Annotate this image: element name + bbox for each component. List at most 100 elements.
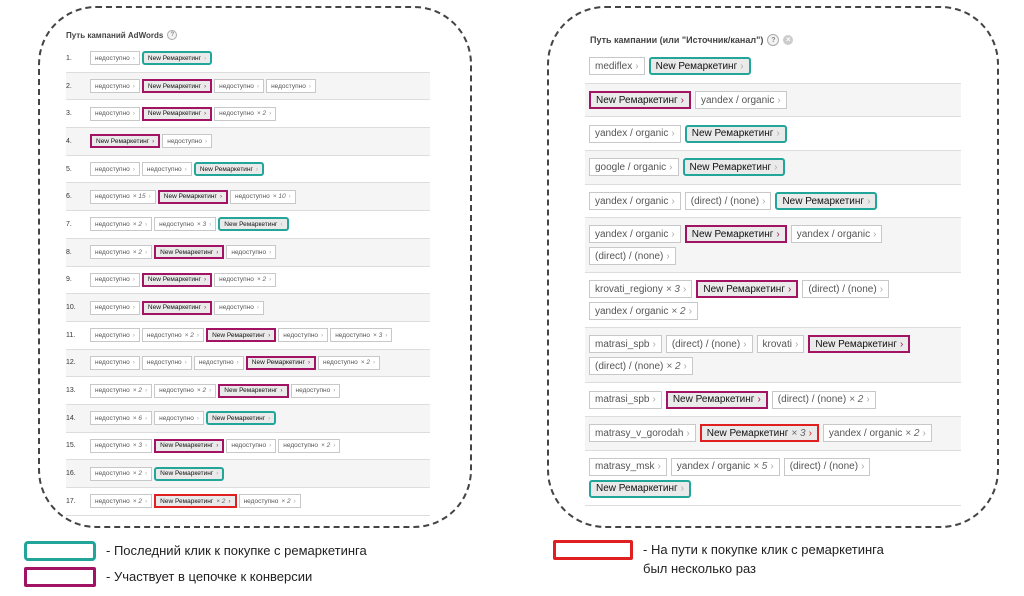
path-step[interactable]: недоступно× 10› xyxy=(230,189,296,204)
path-step[interactable]: недоступно› xyxy=(162,134,213,149)
close-icon[interactable]: × xyxy=(783,35,794,45)
path-step[interactable]: недоступно› xyxy=(214,79,265,94)
path-step[interactable]: недоступно× 2› xyxy=(318,355,381,370)
path-step-plum[interactable]: New Ремаркетинг› xyxy=(154,245,225,260)
path-step[interactable]: недоступно× 2› xyxy=(154,383,217,398)
path-step-plum[interactable]: New Ремаркетинг› xyxy=(245,355,316,370)
path-step[interactable]: недоступно› xyxy=(90,300,140,315)
path-step-plum[interactable]: New Ремаркетинг› xyxy=(696,280,799,299)
path-step[interactable]: недоступно› xyxy=(141,162,192,177)
path-step[interactable]: недоступно› xyxy=(226,245,277,260)
path-step[interactable]: yandex / organic× 2› xyxy=(822,424,932,443)
help-icon[interactable]: ? xyxy=(767,34,780,46)
path-step-plum[interactable]: New Ремаркетинг› xyxy=(141,106,213,121)
path-step[interactable]: недоступно› xyxy=(90,355,140,370)
path-step[interactable]: недоступно› xyxy=(278,328,329,343)
table-row: 5.недоступно›недоступно›New Ремаркетинг› xyxy=(66,156,430,184)
path-step-teal[interactable]: New Ремаркетинг› xyxy=(141,51,213,66)
path-step[interactable]: недоступно› xyxy=(193,355,244,370)
path-step[interactable]: недоступно› xyxy=(214,300,265,315)
path-step-teal[interactable]: New Ремаркетинг› xyxy=(193,162,265,177)
help-icon[interactable]: ? xyxy=(167,30,178,40)
path-step[interactable]: yandex / organic› xyxy=(790,225,883,244)
chevron-right-icon: › xyxy=(132,304,135,312)
path-step-teal[interactable]: New Ремаркетинг› xyxy=(684,124,787,143)
path-step-teal[interactable]: New Ремаркетинг› xyxy=(589,479,691,498)
path-step[interactable]: недоступно× 3› xyxy=(330,328,393,343)
path-step[interactable]: (direct) / (none)› xyxy=(783,457,871,476)
path-step[interactable]: недоступно› xyxy=(90,51,140,66)
path-step-plum[interactable]: New Ремаркетинг› xyxy=(589,91,691,110)
path-step[interactable]: недоступно× 2› xyxy=(141,328,205,343)
path-step[interactable]: недоступно› xyxy=(90,79,140,94)
path-step[interactable]: (direct) / (none)› xyxy=(589,247,676,266)
chevron-right-icon: › xyxy=(144,497,148,505)
path-step[interactable]: (direct) / (none)× 2› xyxy=(589,357,693,376)
path-step[interactable]: matrasy_v_gorodah› xyxy=(589,424,696,443)
path-step-plum[interactable]: New Ремаркетинг› xyxy=(90,134,161,149)
chevron-right-icon: › xyxy=(657,461,661,473)
path-step[interactable]: недоступно› xyxy=(90,272,140,287)
path-step[interactable]: недоступно› xyxy=(90,162,140,177)
path-step-plum[interactable]: New Ремаркетинг› xyxy=(684,225,787,244)
path-step[interactable]: недоступно× 6› xyxy=(90,411,153,426)
path-step[interactable]: недоступно× 2› xyxy=(238,494,301,509)
path-step-plum[interactable]: New Ремаркетинг› xyxy=(665,390,768,409)
path-step[interactable]: недоступно× 3› xyxy=(154,217,217,232)
path-step-teal[interactable]: New Ремаркетинг› xyxy=(206,411,277,426)
path-step-plum[interactable]: New Ремаркетинг› xyxy=(808,335,911,354)
path-step-plum[interactable]: New Ремаркетинг› xyxy=(141,79,213,94)
path-step-teal[interactable]: New Ремаркетинг› xyxy=(775,192,878,211)
path-step[interactable]: недоступно× 2› xyxy=(90,466,153,481)
path-step[interactable]: недоступно× 2› xyxy=(90,494,153,509)
path-step[interactable]: matrasi_spb› xyxy=(589,335,662,354)
path-step[interactable]: krovati› xyxy=(756,335,805,354)
path-step-red[interactable]: New Ремаркетинг× 3› xyxy=(699,424,819,443)
path-step[interactable]: недоступно× 2› xyxy=(214,106,277,121)
path-step[interactable]: недоступно› xyxy=(141,355,192,370)
path-step-plum[interactable]: New Ремаркетинг› xyxy=(154,438,225,453)
path-step[interactable]: yandex / organic× 2› xyxy=(589,302,698,321)
path-step[interactable]: yandex / organic› xyxy=(589,124,681,143)
path-step[interactable]: matrasi_spb› xyxy=(589,390,662,409)
path-step[interactable]: matrasy_msk› xyxy=(589,457,667,476)
path-step-teal[interactable]: New Ремаркетинг› xyxy=(218,217,289,232)
path-step-plum[interactable]: New Ремаркетинг› xyxy=(218,383,289,398)
path-step[interactable]: (direct) / (none)› xyxy=(684,192,772,211)
path-step-label: matrasi_spb xyxy=(595,338,650,350)
path-step[interactable]: недоступно× 2› xyxy=(90,217,153,232)
path-step[interactable]: недоступно× 2› xyxy=(278,438,341,453)
path-step-label: New Ремаркетинг xyxy=(596,94,678,106)
path-step[interactable]: недоступно› xyxy=(266,79,316,94)
path-step[interactable]: недоступно× 2› xyxy=(90,245,153,260)
path-step-plum[interactable]: New Ремаркетинг› xyxy=(141,272,213,287)
path-step-plum[interactable]: New Ремаркетинг› xyxy=(141,300,213,315)
path-step-teal[interactable]: New Ремаркетинг› xyxy=(682,158,785,177)
path-step-red[interactable]: New Ремаркетинг× 2› xyxy=(154,494,237,509)
path-step[interactable]: (direct) / (none)× 2› xyxy=(771,390,876,409)
path-step-plum[interactable]: New Ремаркетинг› xyxy=(157,189,228,204)
path-step[interactable]: yandex / organic› xyxy=(589,192,681,211)
path-step-plum[interactable]: New Ремаркетинг› xyxy=(206,328,277,343)
path-step[interactable]: (direct) / (none)› xyxy=(802,280,890,299)
path-step[interactable]: google / organic› xyxy=(589,158,679,177)
path-step[interactable]: недоступно× 15› xyxy=(90,189,156,204)
path-step[interactable]: (direct) / (none)› xyxy=(665,335,753,354)
path-step[interactable]: krovati_regiony× 3› xyxy=(589,280,693,299)
path-step-label: New Ремаркетинг xyxy=(147,276,201,284)
path-step[interactable]: недоступно› xyxy=(226,438,277,453)
path-step[interactable]: недоступно› xyxy=(154,411,205,426)
path-step[interactable]: недоступно› xyxy=(290,383,341,398)
path-step[interactable]: yandex / organic› xyxy=(694,91,787,110)
path-step[interactable]: недоступно× 2› xyxy=(214,272,277,287)
path-step[interactable]: недоступно× 3› xyxy=(90,438,153,453)
path-step[interactable]: недоступно× 2› xyxy=(90,383,153,398)
path-step-teal[interactable]: New Ремаркетинг› xyxy=(154,466,225,481)
path-step[interactable]: yandex / organic× 5› xyxy=(670,457,780,476)
path-step[interactable]: mediflex› xyxy=(589,57,645,76)
path-step[interactable]: недоступно› xyxy=(90,106,140,121)
path-step-teal[interactable]: New Ремаркетинг› xyxy=(648,57,751,76)
chevron-right-icon: › xyxy=(144,470,148,478)
path-step[interactable]: yandex / organic› xyxy=(589,225,681,244)
path-step[interactable]: недоступно› xyxy=(90,328,140,343)
